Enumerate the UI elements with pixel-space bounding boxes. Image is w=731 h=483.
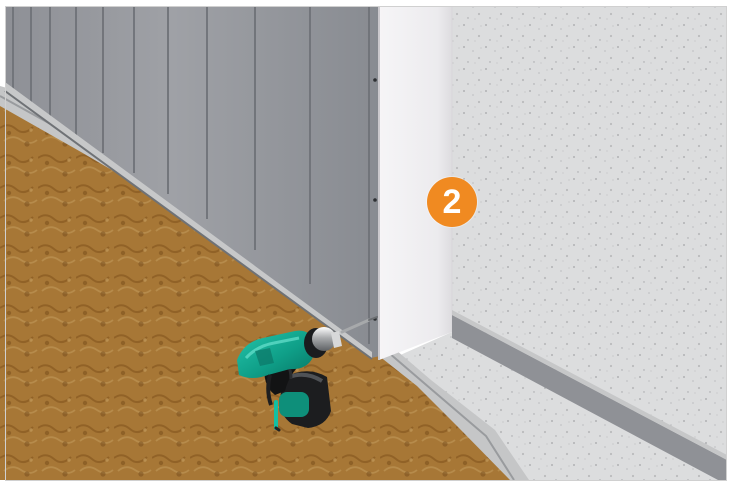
step-number: 2 bbox=[443, 183, 462, 221]
step-badge: 2 bbox=[427, 177, 477, 227]
